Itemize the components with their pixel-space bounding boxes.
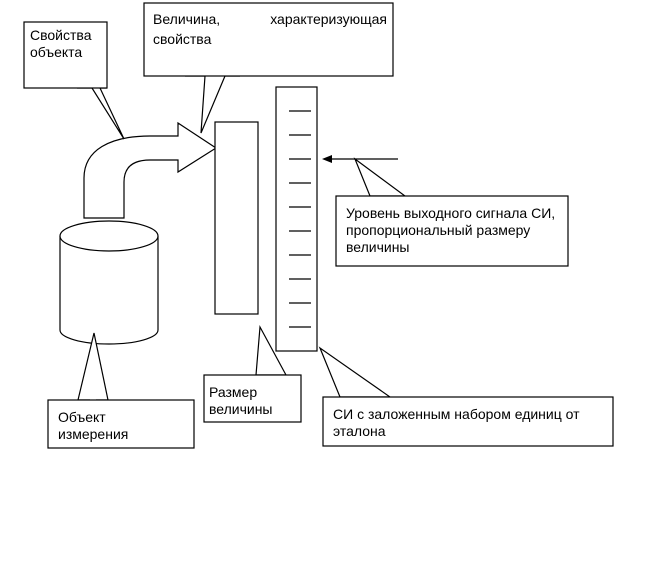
label-output-signal-level: Уровень выходного сигнала СИ, пропорцион… bbox=[346, 205, 556, 255]
callout-object-properties bbox=[23, 21, 125, 140]
label-characterizing-quantity: Величина, характеризующая свойства bbox=[153, 11, 387, 47]
instrument-scale bbox=[275, 86, 318, 352]
scale-ticks bbox=[289, 110, 311, 328]
property-flow-arrow bbox=[83, 121, 218, 219]
callout-measurement-object bbox=[47, 332, 195, 449]
callout-characterizing-quantity bbox=[143, 2, 394, 134]
label-quantity-size: Размер величины bbox=[209, 384, 273, 417]
label-object-properties: Свойства объекта bbox=[30, 27, 92, 60]
quantity-bar bbox=[214, 121, 259, 315]
callout-quantity-size bbox=[203, 324, 302, 423]
label-instrument-units: СИ с заложенным набором единиц от эталон… bbox=[333, 406, 580, 439]
callout-instrument-units bbox=[318, 346, 614, 447]
output-level-pointer bbox=[322, 155, 398, 163]
callout-output-signal-level bbox=[335, 157, 569, 267]
measurement-object-cylinder bbox=[59, 220, 159, 345]
label-measurement-object: Объект измерения bbox=[58, 409, 129, 442]
